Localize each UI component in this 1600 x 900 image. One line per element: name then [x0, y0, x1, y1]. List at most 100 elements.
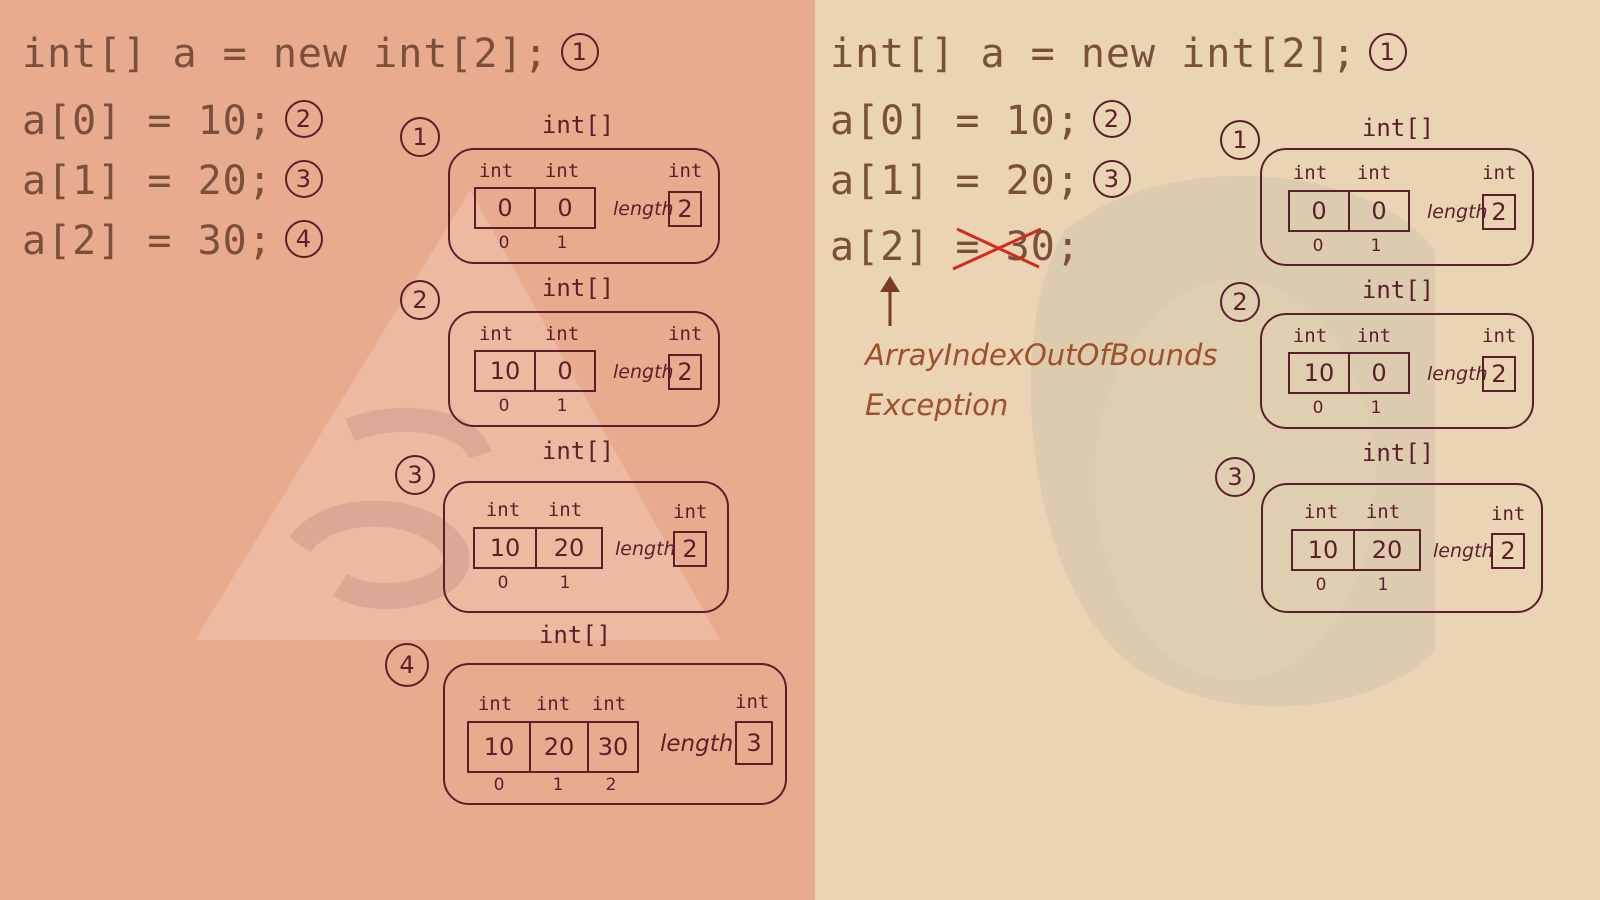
exception-suffix: Exception: [865, 388, 1009, 422]
array-cell: 20: [535, 529, 601, 567]
cell-type-label: int: [1292, 325, 1328, 347]
code-line-2: a[0] = 10;2: [830, 97, 1131, 145]
code-statement: a[1] = 20;: [830, 158, 1081, 204]
length-label: length: [613, 198, 674, 220]
array-state-4: 4 int[] int int int 10 20 30 0 1 2 int l…: [385, 621, 805, 815]
code-line-3: a[1] = 20;3: [830, 157, 1131, 205]
array-cells: 10 20: [473, 527, 603, 569]
array-cell: 10: [489, 534, 521, 562]
code-statement: int[] a = new int[2];: [22, 31, 549, 77]
array-state-1: 1 int[] int int 0 0 0 1 int length 2: [1220, 114, 1560, 278]
array-cell: 10: [1303, 359, 1335, 387]
failing-value: 30;: [1005, 224, 1081, 270]
array-object: [443, 481, 729, 613]
length-type-label: int: [1482, 325, 1517, 347]
array-index: 1: [1370, 236, 1382, 256]
array-object: [448, 311, 720, 427]
array-index: 0: [498, 396, 510, 416]
array-cells: 10 0: [1288, 352, 1410, 394]
array-type-label: int[]: [1361, 276, 1435, 304]
length-value: 2: [668, 191, 702, 227]
cell-type-label: int: [591, 693, 627, 715]
array-object: [1260, 313, 1534, 429]
state-number: 1: [400, 117, 440, 157]
length-value: 2: [668, 354, 702, 390]
array-index: 2: [605, 775, 617, 795]
state-number: 3: [395, 455, 435, 495]
array-index: 1: [556, 233, 568, 253]
code-line-3: a[1] = 20;3: [22, 157, 323, 205]
cell-type-label: int: [1303, 501, 1339, 523]
array-type-label: int[]: [538, 621, 612, 649]
array-object: [1260, 148, 1534, 266]
struck-assignment: =: [952, 223, 1043, 271]
cell-type-label: int: [547, 499, 583, 521]
array-index: 0: [1312, 398, 1324, 418]
array-state-3: 3 int[] int int 10 20 0 1 int length 2: [395, 437, 740, 616]
cell-type-label: int: [535, 693, 571, 715]
length-value: 3: [735, 721, 773, 765]
array-type-label: int[]: [541, 111, 615, 139]
array-index: 1: [1377, 575, 1389, 595]
array-type-label: int[]: [541, 274, 615, 302]
length-value: 2: [673, 531, 707, 567]
step-badge: 2: [284, 100, 323, 138]
array-index: 0: [1312, 236, 1324, 256]
array-cell: 0: [497, 194, 513, 222]
array-index: 0: [1315, 575, 1327, 595]
length-label: length: [1427, 201, 1488, 223]
array-cell: 20: [529, 723, 587, 771]
step-badge: 2: [1092, 100, 1131, 138]
code-line-1: int[] a = new int[2];1: [830, 30, 1407, 78]
cell-type-label: int: [1365, 501, 1401, 523]
array-state-2: 2 int[] int int 10 0 0 1 int length 2: [1220, 276, 1560, 440]
array-cells: 0 0: [474, 187, 596, 229]
state-number: 1: [1220, 120, 1260, 160]
array-cell: 20: [1353, 531, 1419, 569]
array-object: [448, 148, 720, 264]
array-type-label: int[]: [541, 437, 615, 465]
array-cell: 10: [483, 733, 515, 761]
array-index: 0: [497, 573, 509, 593]
array-cell: 0: [534, 352, 594, 390]
array-object: [443, 663, 787, 805]
cell-type-label: int: [478, 160, 514, 182]
array-state-1: 1 int[] int int 0 0 0 1 int length 2: [400, 111, 740, 275]
array-cells: 10 0: [474, 350, 596, 392]
state-number: 4: [385, 643, 429, 687]
length-label: length: [1427, 363, 1488, 385]
step-badge: 1: [1368, 33, 1407, 71]
cell-type-label: int: [485, 499, 521, 521]
code-line-failing: a[2] = 30;: [830, 223, 1081, 271]
array-cells: 0 0: [1288, 190, 1410, 232]
length-type-label: int: [1482, 162, 1517, 184]
array-state-3: 3 int[] int int 10 20 0 1 int length 2: [1215, 439, 1560, 618]
array-cell: 10: [1307, 536, 1339, 564]
failing-operator: =: [955, 224, 981, 270]
length-label: length: [613, 361, 674, 383]
array-cell: 0: [1348, 354, 1408, 392]
code-line-2: a[0] = 10; 2: [22, 97, 323, 145]
arrow-up-icon: [880, 276, 900, 326]
array-index: 1: [556, 396, 568, 416]
left-panel: int[] a = new int[2]; 1 a[0] = 10; 2 a[1] …: [0, 0, 815, 900]
array-index: 0: [498, 233, 510, 253]
array-object: [1261, 483, 1543, 613]
array-cells: 10 20: [1291, 529, 1421, 571]
length-type-label: int: [668, 160, 703, 182]
cell-type-label: int: [1292, 162, 1328, 184]
length-value: 2: [1491, 533, 1525, 569]
array-index: 1: [1370, 398, 1382, 418]
length-value: 2: [1482, 194, 1516, 230]
code-statement: a[1] = 20;: [22, 158, 273, 204]
step-badge: 1: [560, 33, 599, 71]
code-statement: a[0] = 10;: [22, 98, 273, 144]
code-statement: a[2] = 30;: [22, 218, 273, 264]
exception-label: ArrayIndexOutOfBounds Exception: [865, 330, 1218, 430]
cell-type-label: int: [544, 323, 580, 345]
code-line-4: a[2] = 30;4: [22, 217, 323, 265]
cell-type-label: int: [1356, 325, 1392, 347]
cell-type-label: int: [1356, 162, 1392, 184]
length-label: length: [1433, 540, 1494, 562]
array-index: 1: [559, 573, 571, 593]
